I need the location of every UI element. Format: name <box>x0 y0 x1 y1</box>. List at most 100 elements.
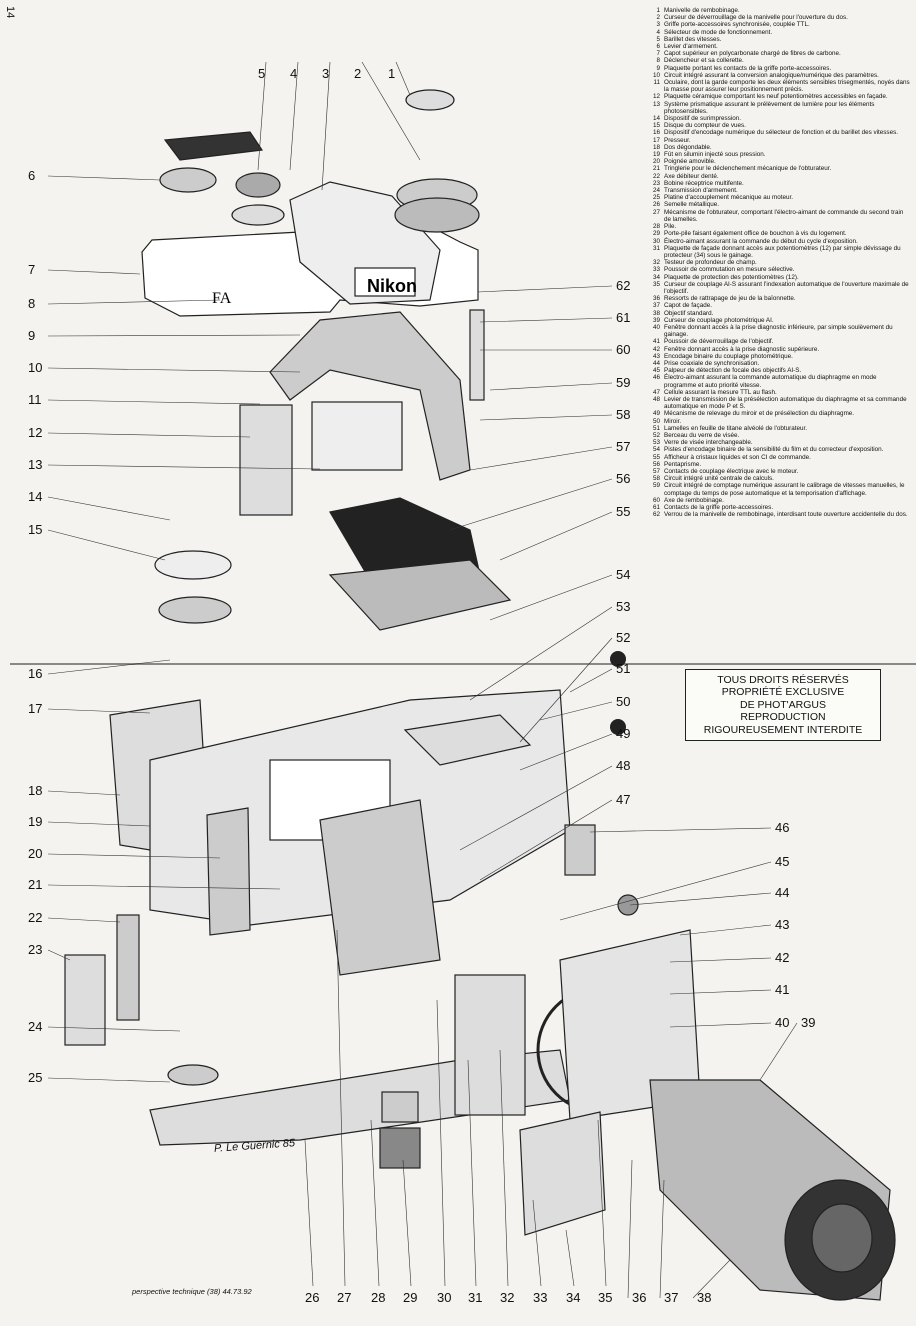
leader-line-26 <box>304 1139 314 1287</box>
legend-number: 46 <box>652 374 660 382</box>
legend-number: 11 <box>653 79 660 87</box>
legend-text: Curseur de déverrouillage de la manivell… <box>664 14 848 22</box>
leader-line-3 <box>321 61 331 191</box>
legend-text: Fût en silumin injecté sous pression. <box>664 151 766 159</box>
leader-line-23 <box>47 949 71 961</box>
legend-number: 24 <box>652 187 660 195</box>
legend-number: 29 <box>652 230 660 238</box>
legend-text: Pistes d'encodage binaire de la sensibil… <box>664 446 884 454</box>
leader-line-48 <box>459 765 613 851</box>
callout-46: 46 <box>775 820 789 835</box>
leader-line-11 <box>47 399 261 405</box>
callout-44: 44 <box>775 885 789 900</box>
leader-line-29 <box>402 1159 412 1287</box>
leader-line-4 <box>289 61 299 171</box>
callout-48: 48 <box>616 758 630 773</box>
frame-counter-disc <box>154 550 232 580</box>
punch-hole-lower <box>610 719 626 735</box>
battery <box>381 1091 419 1123</box>
leader-line-19 <box>47 821 151 827</box>
legend-number: 55 <box>652 453 660 461</box>
legend-number: 28 <box>652 223 660 231</box>
legend-number: 60 <box>652 496 660 504</box>
legend-number: 39 <box>652 316 660 324</box>
legend-text: Porte-pile faisant également office de b… <box>664 230 847 238</box>
legend-item: 52 Berceau du verre de visée. <box>648 432 910 439</box>
legend-number: 49 <box>652 410 660 418</box>
callout-50: 50 <box>616 694 630 709</box>
legend-number: 51 <box>652 424 660 432</box>
callout-26: 26 <box>305 1290 319 1305</box>
legend-text: Plaquette de façade donnant accès aux po… <box>664 244 901 259</box>
leader-line-45 <box>559 861 772 921</box>
legend-text: Dispositif d'encodage numérique du sélec… <box>664 129 898 137</box>
take-up-spool <box>64 954 106 1046</box>
leader-line-44 <box>629 892 772 906</box>
leader-line-22 <box>47 917 121 923</box>
callout-45: 45 <box>775 854 789 869</box>
legend-text: Encodage binaire du couplage photométriq… <box>664 352 793 360</box>
leader-line-59 <box>489 382 613 391</box>
callout-1: 1 <box>388 66 395 81</box>
leader-line-37 <box>659 1179 665 1299</box>
legend-number: 22 <box>652 172 660 180</box>
leader-line-34 <box>565 1229 575 1287</box>
legend-text: Curseur de couplage AI-S assurant l'inde… <box>664 280 909 295</box>
rewind-crank <box>405 89 455 111</box>
leader-line-54 <box>489 574 613 621</box>
legend-text: Manivelle de rembobinage. <box>664 7 740 14</box>
callout-14: 14 <box>28 489 42 504</box>
leader-line-55 <box>499 511 613 561</box>
callout-6: 6 <box>28 168 35 183</box>
circuit-plate-left <box>239 404 293 516</box>
callout-38: 38 <box>697 1290 711 1305</box>
legend-text: Prise coaxiale de synchronisation. <box>664 359 760 367</box>
protection-plate <box>519 1111 606 1236</box>
legend-text: Plaquette de protection des potentiomètr… <box>664 273 799 281</box>
battery-holder <box>379 1127 421 1169</box>
callout-16: 16 <box>28 666 42 681</box>
legend-number: 27 <box>652 208 660 216</box>
callout-25: 25 <box>28 1070 42 1085</box>
callout-32: 32 <box>500 1290 514 1305</box>
rewind-shaft <box>469 309 485 401</box>
legend-number: 47 <box>652 388 660 396</box>
callout-62: 62 <box>616 278 630 293</box>
legend-text: Pile. <box>664 223 677 231</box>
nikon-logo-text: Nikon <box>367 276 417 296</box>
legend-number: 44 <box>652 359 660 367</box>
legend-text: Berceau du verre de visée. <box>664 431 740 439</box>
callout-2: 2 <box>354 66 361 81</box>
legend-text: Plaquette céramique comportant les neuf … <box>664 93 888 101</box>
callout-11: 11 <box>28 392 42 407</box>
legend-text: Circuit intégré de comptage numérique as… <box>664 482 905 497</box>
legend-number: 26 <box>652 201 660 209</box>
callout-52: 52 <box>616 630 630 645</box>
legend-text: Pentaprisme. <box>664 460 702 468</box>
legend-text: Afficheur à cristaux liquides et son CI … <box>664 453 811 461</box>
legend-number: 2 <box>656 14 660 22</box>
legend-item: 55 Afficheur à cristaux liquides et son C… <box>648 454 910 461</box>
leader-line-58 <box>479 414 613 421</box>
callout-51: 51 <box>616 661 630 676</box>
legend-number: 52 <box>652 431 660 439</box>
